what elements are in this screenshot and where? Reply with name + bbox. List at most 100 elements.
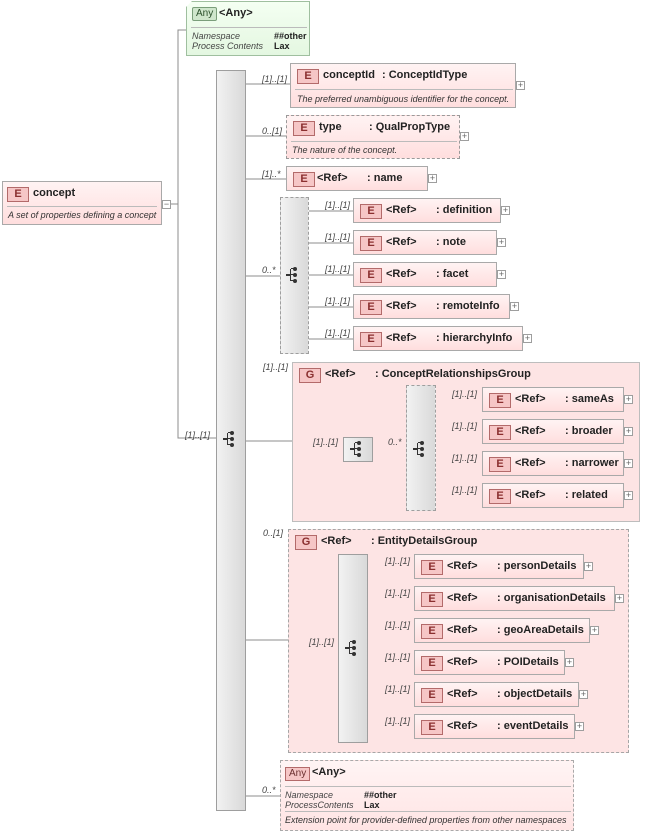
element-ref: <Ref> [515, 457, 546, 469]
conceptid-cardinality: [1]..[1] [262, 74, 288, 84]
element-objectdetails[interactable]: E <Ref> : objectDetails [414, 682, 579, 707]
group2-choice-compositor[interactable] [338, 554, 368, 743]
element-type-name: : QualPropType [369, 121, 451, 133]
expand-toggle[interactable]: + [497, 269, 506, 279]
element-ref-name: : narrower [565, 457, 619, 469]
item-cardinality: [1]..[1] [385, 588, 411, 598]
element-badge: E [297, 69, 319, 84]
element-ref-name: : eventDetails [497, 720, 569, 732]
element-ref-name: : note [436, 236, 466, 248]
any-prop-namespace-label: Namespace [192, 31, 241, 41]
element-name: conceptId [323, 69, 375, 81]
element-facet[interactable]: E <Ref> : facet [353, 262, 497, 287]
element-badge: E [421, 592, 443, 607]
collapse-toggle[interactable]: − [162, 199, 171, 209]
element-badge: E [489, 457, 511, 472]
expand-toggle[interactable]: + [460, 131, 469, 141]
expand-toggle[interactable]: + [579, 689, 588, 699]
element-organisationdetails[interactable]: E <Ref> : organisationDetails [414, 586, 615, 611]
element-type[interactable]: E type : QualPropType The nature of the … [286, 115, 460, 159]
element-ref-name: : objectDetails [497, 688, 573, 700]
element-ref-name: : remoteInfo [436, 300, 500, 312]
element-remoteinfo[interactable]: E <Ref> : remoteInfo [353, 294, 510, 319]
element-sameas[interactable]: E <Ref> : sameAs [482, 387, 624, 412]
item-cardinality: [1]..[1] [385, 620, 411, 630]
any-element-bottom[interactable]: Any <Any> Namespace ##other ProcessConte… [280, 760, 574, 831]
any-prop-namespace-label: Namespace [285, 790, 334, 800]
expand-toggle[interactable]: + [497, 237, 506, 247]
group-ref: <Ref> [321, 535, 352, 547]
expand-toggle[interactable]: + [624, 394, 633, 404]
element-ref: <Ref> [447, 688, 478, 700]
root-element-description: A set of properties defining a concept [8, 210, 157, 220]
item-cardinality: [1]..[1] [385, 716, 411, 726]
choice-icon [286, 267, 297, 283]
element-persondetails[interactable]: E <Ref> : personDetails [414, 554, 584, 579]
element-badge: E [293, 172, 315, 187]
expand-toggle[interactable]: + [501, 205, 510, 215]
any-badge: Any [285, 767, 311, 781]
element-name-ref[interactable]: E <Ref> : name [286, 166, 428, 191]
sequence-icon [223, 431, 234, 447]
choice1-cardinality: 0..* [262, 265, 276, 275]
expand-toggle[interactable]: + [428, 173, 437, 183]
group1-choice-compositor[interactable] [406, 385, 436, 511]
element-hierarchyinfo[interactable]: E <Ref> : hierarchyInfo [353, 326, 523, 351]
element-eventdetails[interactable]: E <Ref> : eventDetails [414, 714, 575, 739]
element-ref: <Ref> [386, 268, 417, 280]
element-ref: <Ref> [515, 425, 546, 437]
expand-toggle[interactable]: + [590, 625, 599, 635]
expand-toggle[interactable]: + [523, 333, 532, 343]
group-name: : EntityDetailsGroup [371, 535, 478, 547]
element-poidetails[interactable]: E <Ref> : POIDetails [414, 650, 565, 675]
element-ref-name: : POIDetails [497, 656, 559, 668]
expand-toggle[interactable]: + [624, 490, 633, 500]
any-prop-namespace-value: ##other [364, 790, 397, 800]
element-definition[interactable]: E <Ref> : definition [353, 198, 501, 223]
root-element-name: concept [33, 187, 76, 199]
element-ref-name: : name [367, 172, 403, 184]
item-cardinality: [1]..[1] [325, 296, 351, 306]
element-ref: <Ref> [515, 393, 546, 405]
element-badge: E [360, 236, 382, 251]
expand-toggle[interactable]: + [584, 561, 593, 571]
element-ref-name: : personDetails [497, 560, 577, 572]
expand-toggle[interactable]: + [624, 426, 633, 436]
expand-toggle[interactable]: + [615, 593, 624, 603]
element-ref: <Ref> [386, 204, 417, 216]
expand-toggle[interactable]: + [575, 721, 584, 731]
expand-toggle[interactable]: + [624, 458, 633, 468]
item-cardinality: [1]..[1] [452, 485, 478, 495]
any-badge: Any [192, 7, 218, 21]
root-element-box[interactable]: E concept A set of properties defining a… [2, 181, 162, 225]
element-name: type [319, 121, 342, 133]
expand-toggle[interactable]: + [510, 301, 519, 311]
element-ref: <Ref> [386, 236, 417, 248]
element-note[interactable]: E <Ref> : note [353, 230, 497, 255]
element-ref-name: : organisationDetails [497, 592, 606, 604]
element-geoareadetails[interactable]: E <Ref> : geoAreaDetails [414, 618, 590, 643]
element-ref: <Ref> [447, 656, 478, 668]
expand-toggle[interactable]: + [516, 80, 525, 90]
expand-toggle[interactable]: + [565, 657, 574, 667]
element-badge: E [421, 624, 443, 639]
item-cardinality: [1]..[1] [325, 200, 351, 210]
element-ref-name: : sameAs [565, 393, 614, 405]
element-related[interactable]: E <Ref> : related [482, 483, 624, 508]
any-element-name: <Any> [219, 7, 253, 19]
any-element-top[interactable]: Any <Any> Namespace ##other Process Cont… [186, 1, 310, 56]
element-badge: E [489, 489, 511, 504]
sequence-icon [350, 441, 361, 457]
choice-icon [345, 640, 356, 656]
any-element-name: <Any> [312, 766, 346, 778]
element-ref: <Ref> [447, 560, 478, 572]
element-broader[interactable]: E <Ref> : broader [482, 419, 624, 444]
element-conceptid[interactable]: E conceptId : ConceptIdType The preferre… [290, 63, 516, 108]
element-description: The preferred unambiguous identifier for… [297, 94, 510, 104]
element-badge: E [421, 656, 443, 671]
element-badge: E [293, 121, 315, 136]
element-narrower[interactable]: E <Ref> : narrower [482, 451, 624, 476]
any-prop-process-label: ProcessContents [285, 800, 354, 810]
group-badge: G [295, 535, 317, 550]
item-cardinality: [1]..[1] [325, 232, 351, 242]
